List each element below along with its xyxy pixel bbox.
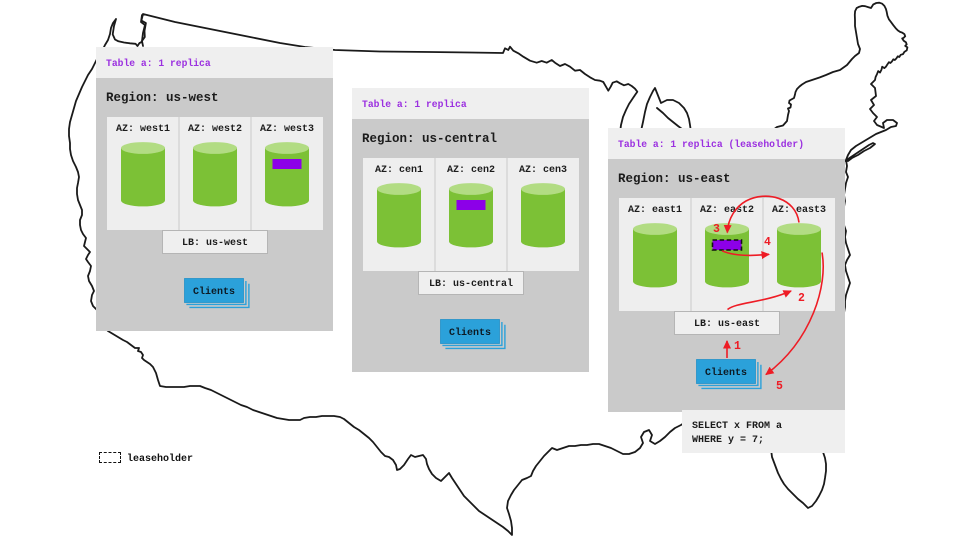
svg-text:AZ: east2: AZ: east2 bbox=[700, 205, 754, 216]
svg-text:AZ: east1: AZ: east1 bbox=[628, 205, 682, 216]
svg-text:AZ: cen1: AZ: cen1 bbox=[375, 165, 423, 176]
svg-text:AZ: west1: AZ: west1 bbox=[116, 124, 170, 135]
svg-text:AZ: cen2: AZ: cen2 bbox=[447, 165, 495, 176]
svg-text:AZ: cen3: AZ: cen3 bbox=[519, 165, 567, 176]
svg-text:AZ: west2: AZ: west2 bbox=[188, 124, 242, 135]
svg-text:AZ: east3: AZ: east3 bbox=[772, 205, 826, 216]
svg-text:Clients: Clients bbox=[193, 286, 235, 298]
svg-text:Clients: Clients bbox=[449, 327, 491, 339]
svg-text:Clients: Clients bbox=[705, 367, 747, 379]
svg-text:AZ: west3: AZ: west3 bbox=[260, 124, 314, 135]
